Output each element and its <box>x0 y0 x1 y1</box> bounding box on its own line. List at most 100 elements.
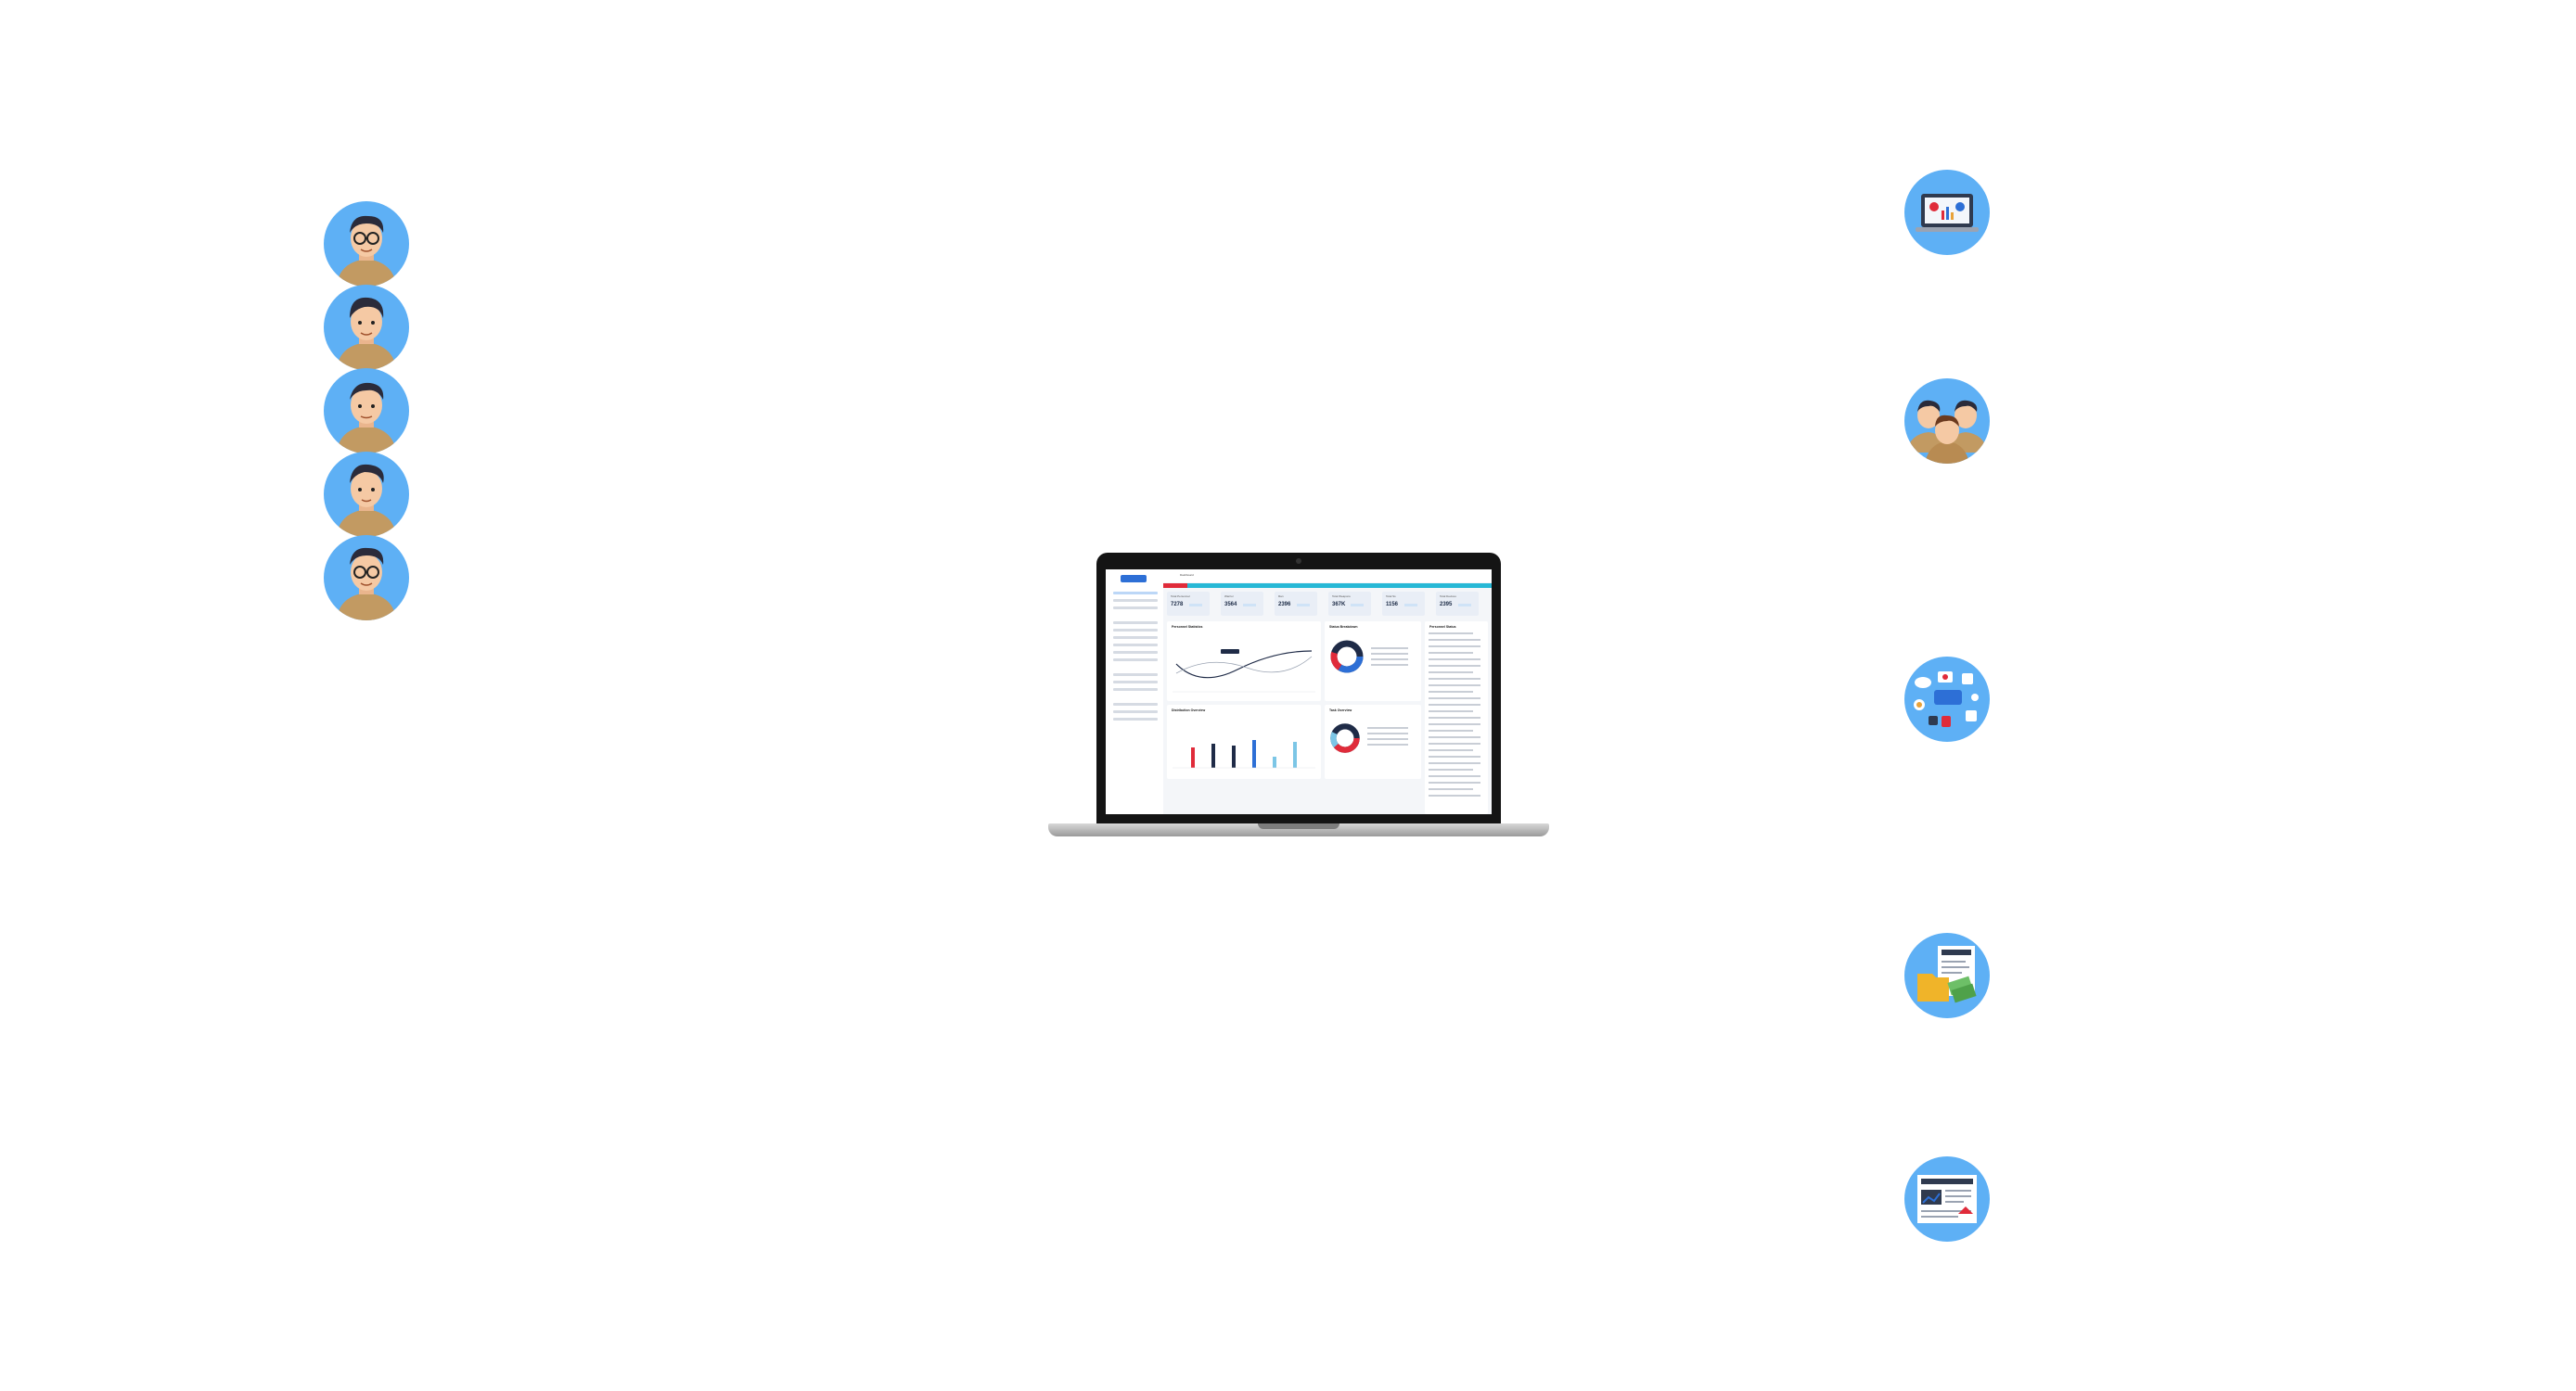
stat-card[interactable]: Total Personnel 7278 <box>1167 592 1210 616</box>
list-item[interactable] <box>1429 704 1480 706</box>
list-item[interactable] <box>1429 775 1480 777</box>
list-item[interactable] <box>1429 645 1480 647</box>
stat-label: Total Personnel <box>1171 594 1190 598</box>
list-item[interactable] <box>1429 697 1480 699</box>
stat-label: Warrior <box>1224 594 1234 598</box>
stat-value: 1156 <box>1386 602 1399 607</box>
stat-card[interactable]: Ran 2396 <box>1275 592 1317 616</box>
cloud-network-icon <box>1914 671 1979 727</box>
sidebar-item[interactable] <box>1113 636 1158 639</box>
stat-card[interactable]: Warrior 3564 <box>1221 592 1263 616</box>
right-list-panel: Personnel Status <box>1425 621 1488 814</box>
donut-panel-bottom: Task Overview <box>1325 705 1421 779</box>
list-item[interactable] <box>1429 762 1480 764</box>
list-item[interactable] <box>1429 743 1480 745</box>
icon-circle-right-2 <box>1904 378 1990 464</box>
list-item[interactable] <box>1429 736 1480 738</box>
list-item[interactable] <box>1429 671 1473 673</box>
bar <box>1191 747 1195 768</box>
stat-card[interactable]: Total Ss 1156 <box>1382 592 1425 616</box>
sidebar-item[interactable] <box>1113 688 1158 691</box>
donut-chart <box>1330 723 1360 753</box>
list-item[interactable] <box>1429 795 1480 797</box>
list-item[interactable] <box>1429 782 1480 784</box>
sidebar-item[interactable] <box>1113 710 1158 713</box>
sidebar-item[interactable] <box>1113 673 1158 676</box>
sidebar-item[interactable] <box>1113 703 1158 706</box>
sidebar-item[interactable] <box>1113 629 1158 632</box>
list-item[interactable] <box>1429 684 1480 686</box>
icon-circle-right-1 <box>1904 170 1990 255</box>
stat-label: Total Ss <box>1386 594 1396 598</box>
list-item[interactable] <box>1429 632 1473 634</box>
laptop-notch <box>1258 823 1339 829</box>
list-item[interactable] <box>1429 788 1473 790</box>
legend-row <box>1367 727 1408 729</box>
list-item[interactable] <box>1429 749 1473 751</box>
sidebar-item[interactable] <box>1113 658 1158 661</box>
list-item[interactable] <box>1429 730 1473 732</box>
sidebar-item[interactable] <box>1113 644 1158 646</box>
report-document-icon <box>1917 1175 1977 1223</box>
sidebar-item[interactable] <box>1113 681 1158 683</box>
line-chart-panel: Personnel Statistics <box>1167 621 1321 701</box>
dashboard-logo <box>1121 575 1147 582</box>
icon-circle-right-3 <box>1904 657 1990 742</box>
legend-row <box>1371 664 1408 666</box>
person-avatar-icon <box>337 382 396 453</box>
panel-title: Personnel Status <box>1429 625 1456 629</box>
dashboard-main: Dashboard Total Personnel 7278 Warrior 3… <box>1163 569 1492 814</box>
camera-icon <box>1296 558 1301 564</box>
page-title: Dashboard <box>1180 573 1194 577</box>
bar <box>1293 742 1297 768</box>
sidebar-item[interactable] <box>1113 651 1158 654</box>
person-avatar-glasses-icon <box>337 215 396 287</box>
list-item[interactable] <box>1429 678 1480 680</box>
documents-money-icon <box>1917 946 1977 1003</box>
list-item[interactable] <box>1429 710 1473 712</box>
stat-change-badge <box>1404 604 1417 606</box>
laptop: Dashboard Total Personnel 7278 Warrior 3… <box>1048 553 1549 859</box>
sidebar-item[interactable] <box>1113 599 1158 602</box>
stat-change-badge <box>1243 604 1256 606</box>
person-avatar-icon <box>337 297 396 370</box>
avatar-left-2 <box>324 285 409 370</box>
list-item[interactable] <box>1429 769 1473 771</box>
legend-row <box>1371 658 1408 660</box>
sidebar-item[interactable] <box>1113 592 1158 594</box>
avatar-left-5 <box>324 535 409 620</box>
list-item[interactable] <box>1429 723 1480 725</box>
icon-circle-right-4 <box>1904 933 1990 1018</box>
list-item[interactable] <box>1429 717 1480 719</box>
panel-title: Task Overview <box>1329 708 1352 712</box>
avatar-left-4 <box>324 452 409 537</box>
bar <box>1252 740 1256 768</box>
list-item[interactable] <box>1429 639 1480 641</box>
sidebar-item[interactable] <box>1113 606 1158 609</box>
list-item[interactable] <box>1429 691 1473 693</box>
sidebar-item[interactable] <box>1113 621 1158 624</box>
stat-change-badge <box>1189 604 1202 606</box>
list-item[interactable] <box>1429 658 1480 660</box>
stat-change-badge <box>1351 604 1364 606</box>
news-ticker <box>1163 583 1492 588</box>
donut-panel-top: Status Breakdown <box>1325 621 1421 701</box>
person-avatar-icon <box>337 464 396 537</box>
dashboard-screen: Dashboard Total Personnel 7278 Warrior 3… <box>1106 569 1492 814</box>
list-item[interactable] <box>1429 652 1473 654</box>
legend-row <box>1367 733 1408 734</box>
stat-label: Total Weapons <box>1332 594 1351 598</box>
bar-chart <box>1173 740 1315 769</box>
sidebar-item[interactable] <box>1113 718 1158 721</box>
icon-circle-right-5 <box>1904 1156 1990 1242</box>
stat-card[interactable]: Total Devices 2395 <box>1436 592 1479 616</box>
avatar-left-3 <box>324 368 409 453</box>
list-item[interactable] <box>1429 665 1480 667</box>
monitor-dashboard-icon <box>1916 194 1979 232</box>
stat-label: Ran <box>1278 594 1284 598</box>
list-item[interactable] <box>1429 756 1480 758</box>
stat-value: 3564 <box>1224 602 1237 607</box>
stat-change-badge <box>1297 604 1310 606</box>
stat-card[interactable]: Total Weapons 367K <box>1328 592 1371 616</box>
ticker-tag <box>1163 583 1187 588</box>
